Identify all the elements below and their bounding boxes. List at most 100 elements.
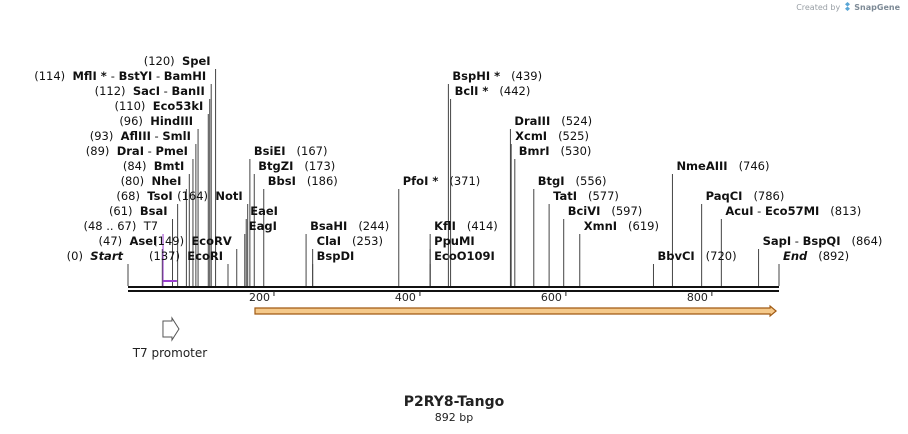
- spacer: [136, 219, 143, 233]
- spacer: [286, 144, 297, 158]
- site-position: (167): [297, 144, 328, 158]
- site-position: (813): [830, 204, 861, 218]
- site-name: BtgI: [538, 174, 565, 188]
- site-label-bspdi: BspDI: [317, 249, 355, 263]
- spacer: [133, 204, 140, 218]
- spacer: [113, 129, 120, 143]
- site-label-eaei: EaeI: [250, 204, 278, 218]
- site-name: TatI: [553, 189, 577, 203]
- site-position: (114): [34, 69, 65, 83]
- map-title: P2RY8-Tango: [403, 394, 505, 410]
- site-position: (244): [358, 219, 389, 233]
- site-position: (525): [558, 129, 589, 143]
- site-name: HindIII: [150, 114, 193, 128]
- snapgene-credit: Created by SnapGene: [796, 2, 900, 12]
- spacer: [341, 234, 352, 248]
- map-length: 892 bp: [434, 411, 474, 424]
- site-label-bcli: BclI * (442): [455, 84, 531, 98]
- spacer: [438, 174, 449, 188]
- site-name: Eco57MI: [765, 204, 819, 218]
- spacer: [65, 69, 72, 83]
- site-position: (137): [149, 249, 180, 263]
- orf-arrow: [254, 304, 778, 318]
- site-position: (61): [109, 204, 133, 218]
- site-label-bbvci: BbvCI (720): [657, 249, 736, 263]
- site-name: EcoRI: [187, 249, 223, 263]
- site-label-bsahi: BsaHI (244): [310, 219, 389, 233]
- site-label-noti: (164) NotI: [177, 189, 243, 203]
- site-name: KflI: [434, 219, 456, 233]
- site-name: SapI: [763, 234, 792, 248]
- site-name: -: [160, 84, 171, 98]
- site-label-drai: (89) DraI - PmeI: [86, 144, 188, 158]
- ruler-tick-label: 600: [541, 291, 562, 304]
- spacer: [550, 144, 561, 158]
- ruler-tick-label: 800: [687, 291, 708, 304]
- site-label-bcivi: BciVI (597): [568, 204, 643, 218]
- spacer: [145, 99, 152, 113]
- site-label-ppumi: PpuMI: [434, 234, 475, 248]
- site-name: SacI: [133, 84, 160, 98]
- site-name: -: [791, 234, 802, 248]
- site-position: (864): [851, 234, 882, 248]
- spacer: [841, 234, 852, 248]
- ruler-tick-label: 200: [249, 291, 270, 304]
- site-name: BbsI: [268, 174, 296, 188]
- spacer: [742, 189, 753, 203]
- site-name: BtgZI: [258, 159, 293, 173]
- site-name: -: [151, 129, 162, 143]
- site-label-ecorv: (149) EcoRV: [153, 234, 232, 248]
- site-name: BspDI: [317, 249, 355, 263]
- site-label-sapi: SapI - BspQI (864): [763, 234, 883, 248]
- site-label-kfli: KflI (414): [434, 219, 498, 233]
- site-name: DraI: [117, 144, 144, 158]
- site-name: PaqCI: [706, 189, 743, 203]
- spacer: [488, 84, 499, 98]
- site-name: BsiEI: [254, 144, 286, 158]
- spacer: [109, 144, 116, 158]
- site-label-btgzi: BtgZI (173): [258, 159, 335, 173]
- backbone: [128, 286, 779, 292]
- site-name: NotI: [215, 189, 242, 203]
- site-label-bbsi: BbsI (186): [268, 174, 338, 188]
- spacer: [122, 234, 129, 248]
- spacer: [83, 249, 90, 263]
- site-name: *: [490, 69, 500, 83]
- site-name: SpeI: [182, 54, 211, 68]
- site-label-hindiii: (96) HindIII: [119, 114, 193, 128]
- site-label-eagi: EagI: [249, 219, 277, 233]
- site-label-tsoi: (68) TsoI: [116, 189, 172, 203]
- spacer: [184, 234, 191, 248]
- spacer: [126, 84, 133, 98]
- spacer: [175, 54, 182, 68]
- spacer: [695, 249, 706, 263]
- spacer: [456, 219, 467, 233]
- site-position: (746): [739, 159, 770, 173]
- site-label-afliii: (93) AflIII - SmlI: [90, 129, 191, 143]
- site-label-bsiei: BsiEI (167): [254, 144, 328, 158]
- site-label-xcmi: XcmI (525): [515, 129, 589, 143]
- site-label-acui: AcuI - Eco57MI (813): [725, 204, 861, 218]
- site-label-nhei: (80) NheI: [121, 174, 182, 188]
- site-name: BamHI: [164, 69, 206, 83]
- site-label-tati: TatI (577): [553, 189, 619, 203]
- site-position: (186): [307, 174, 338, 188]
- site-name: *: [97, 69, 111, 83]
- site-name: BmtI: [154, 159, 185, 173]
- site-name: *: [428, 174, 438, 188]
- spacer: [617, 219, 628, 233]
- site-name: End: [783, 249, 808, 263]
- t7-promoter-label: T7 promoter: [132, 346, 208, 360]
- spacer: [347, 219, 358, 233]
- site-position: (47): [99, 234, 123, 248]
- site-position: (96): [119, 114, 143, 128]
- site-name: EagI: [249, 219, 277, 233]
- site-position: (89): [86, 144, 110, 158]
- site-label-t7: (48 .. 67) T7: [84, 219, 159, 233]
- spacer: [547, 129, 558, 143]
- site-position: (619): [628, 219, 659, 233]
- site-label-draiii: DraIII (524): [514, 114, 592, 128]
- spacer: [600, 204, 611, 218]
- site-name: BspQI: [803, 234, 841, 248]
